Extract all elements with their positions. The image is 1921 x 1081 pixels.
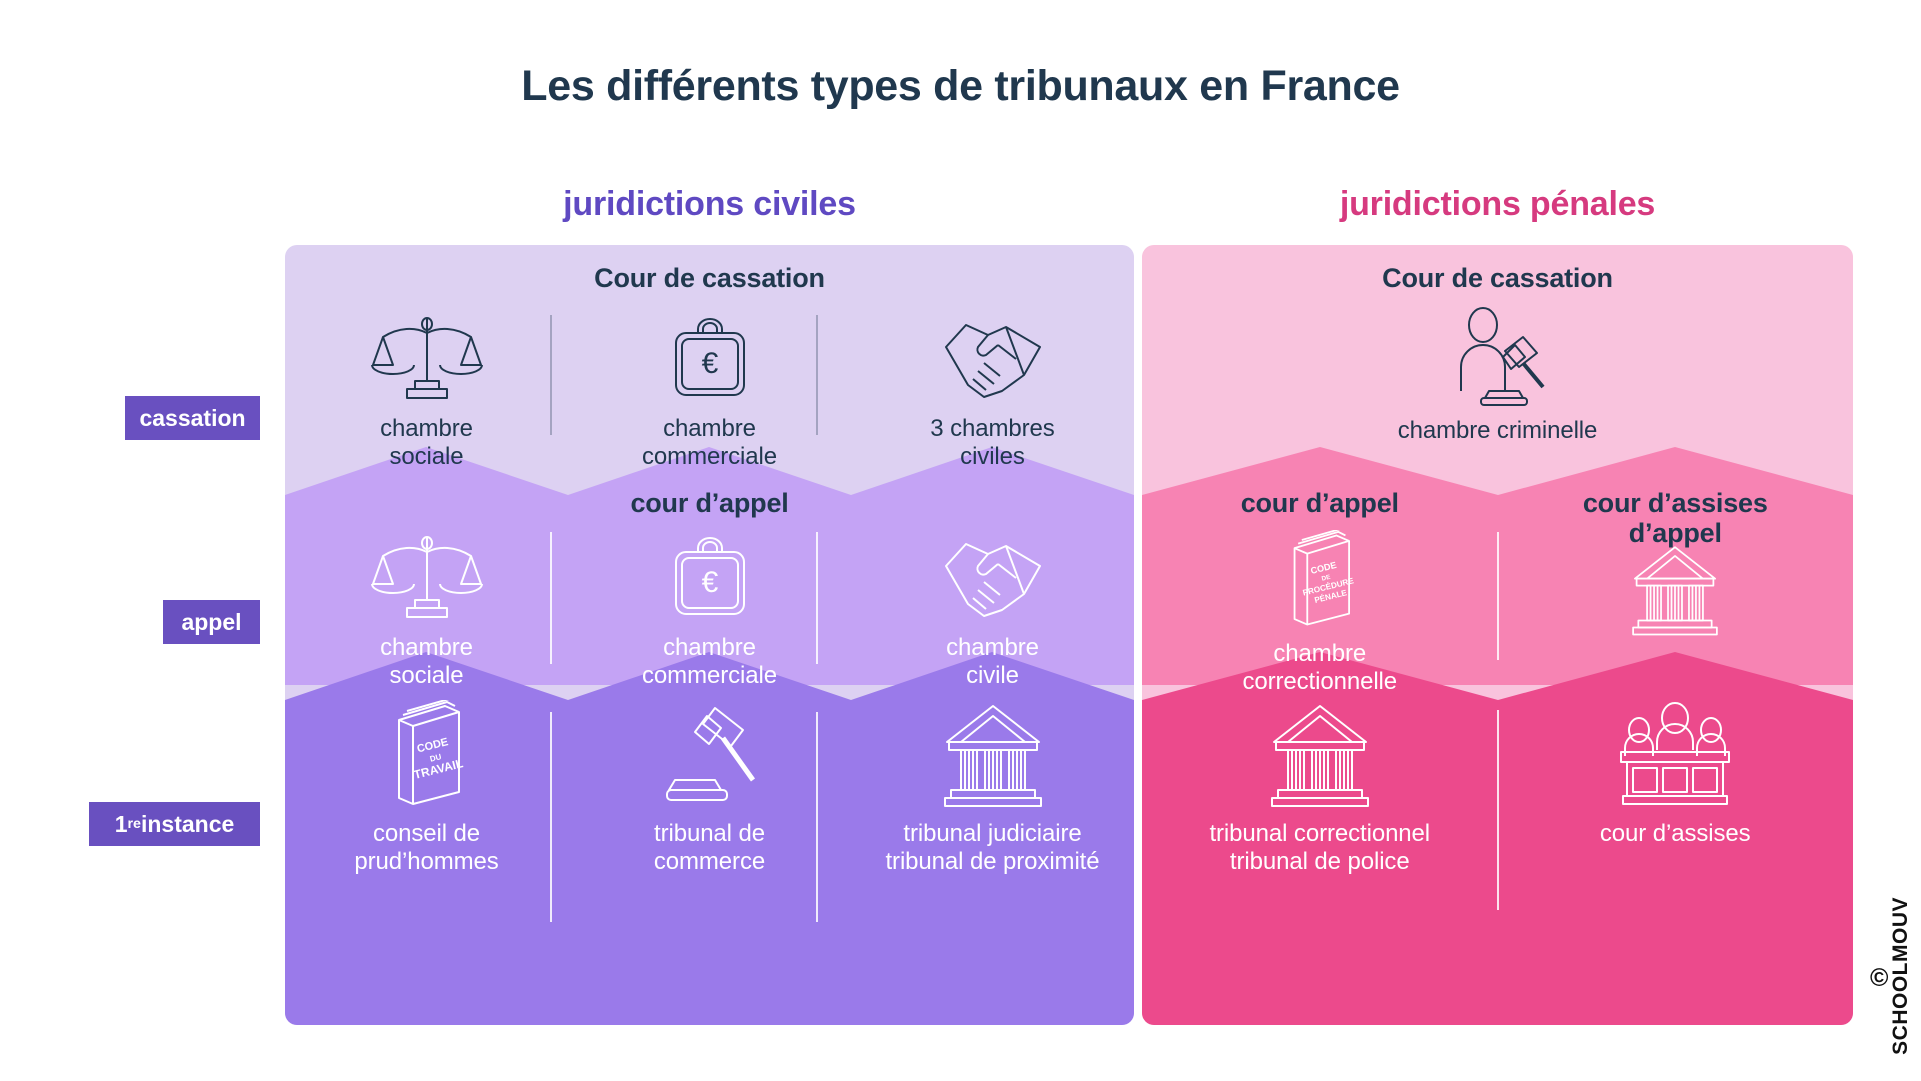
cell-cour-assises-appel[interactable] xyxy=(1498,530,1854,695)
handshake-icon xyxy=(940,532,1046,624)
svg-text:DU: DU xyxy=(428,752,442,764)
column-heading-penal: juridictions pénales xyxy=(1339,185,1656,223)
stage-label-appel: appel xyxy=(163,600,260,644)
cell-caption: cour d’assises xyxy=(1599,820,1751,847)
svg-text:€: € xyxy=(701,566,718,599)
law-book-icon: CODE DU TRAVAIL xyxy=(377,700,477,810)
scales-icon xyxy=(370,313,483,405)
civil-instance-band-shape xyxy=(285,652,1134,1025)
column-heading-civil: juridictions civiles xyxy=(563,185,856,223)
schoolmouv-logo: © SCHOOLMOUV xyxy=(1870,897,1913,1055)
stage-label-cassation-text: cassation xyxy=(139,404,246,431)
courthouse-icon xyxy=(939,700,1047,810)
gavel-icon xyxy=(657,700,763,810)
civil-cassation-divider-2 xyxy=(816,315,818,435)
jury-icon xyxy=(1617,700,1733,810)
law-book-icon: CODE DE PROCÉDURE PÉNALE xyxy=(1274,530,1366,630)
civil-cassation-title: Cour de cassation xyxy=(594,263,825,293)
penal-appel-title-1: cour d’appel xyxy=(1240,488,1399,518)
penal-cassation-title: Cour de cassation xyxy=(1382,263,1613,293)
briefcase-euro-icon: € xyxy=(660,532,760,624)
cell-caption: chambre criminelle xyxy=(1397,417,1598,444)
stage-label-cassation: cassation xyxy=(125,396,260,440)
civil-appel-divider-1 xyxy=(550,532,552,664)
cell-chambre-criminelle[interactable]: chambre criminelle xyxy=(1142,307,1853,445)
civil-instance-divider-1 xyxy=(550,712,552,922)
first-instance-number: 1 xyxy=(114,810,128,837)
briefcase-euro-icon: € xyxy=(660,313,760,405)
penal-cassation-row: Cour de cassation cha xyxy=(1142,245,1853,444)
cell-cour-assises[interactable]: cour d’assises xyxy=(1498,700,1854,875)
civil-cassation-divider-1 xyxy=(550,315,552,435)
svg-text:DE: DE xyxy=(1321,574,1331,583)
stage-label-appel-text: appel xyxy=(181,608,242,635)
courthouse-icon xyxy=(1625,542,1725,638)
first-instance-word: instance xyxy=(140,810,235,837)
svg-text:CODE: CODE xyxy=(415,736,449,755)
schoolmouv-logo-text: SCHOOLMOUV xyxy=(1889,897,1912,1055)
civil-instance-divider-2 xyxy=(816,712,818,922)
copyright-icon: © xyxy=(1870,963,1889,992)
civil-appel-band xyxy=(285,435,1134,685)
civil-appel-divider-2 xyxy=(816,532,818,664)
civil-appel-title: cour d’appel xyxy=(630,488,789,518)
judge-gavel-icon xyxy=(1443,307,1553,407)
penal-cassation-cells: chambre criminelle xyxy=(1142,307,1853,445)
handshake-icon xyxy=(940,313,1046,405)
svg-text:CODE: CODE xyxy=(1309,560,1337,576)
svg-text:€: € xyxy=(701,347,718,380)
civil-instance-band xyxy=(285,640,1134,1025)
civil-appel-band-shape xyxy=(285,447,1134,685)
page-title: Les différents types de tribunaux en Fra… xyxy=(521,62,1400,110)
panel-penal: Cour de cassation cha xyxy=(1142,245,1853,1025)
courthouse-icon xyxy=(1266,700,1374,810)
penal-instance-divider-1 xyxy=(1497,710,1499,910)
scales-icon xyxy=(370,532,483,624)
penal-appel-divider-1 xyxy=(1497,532,1499,660)
